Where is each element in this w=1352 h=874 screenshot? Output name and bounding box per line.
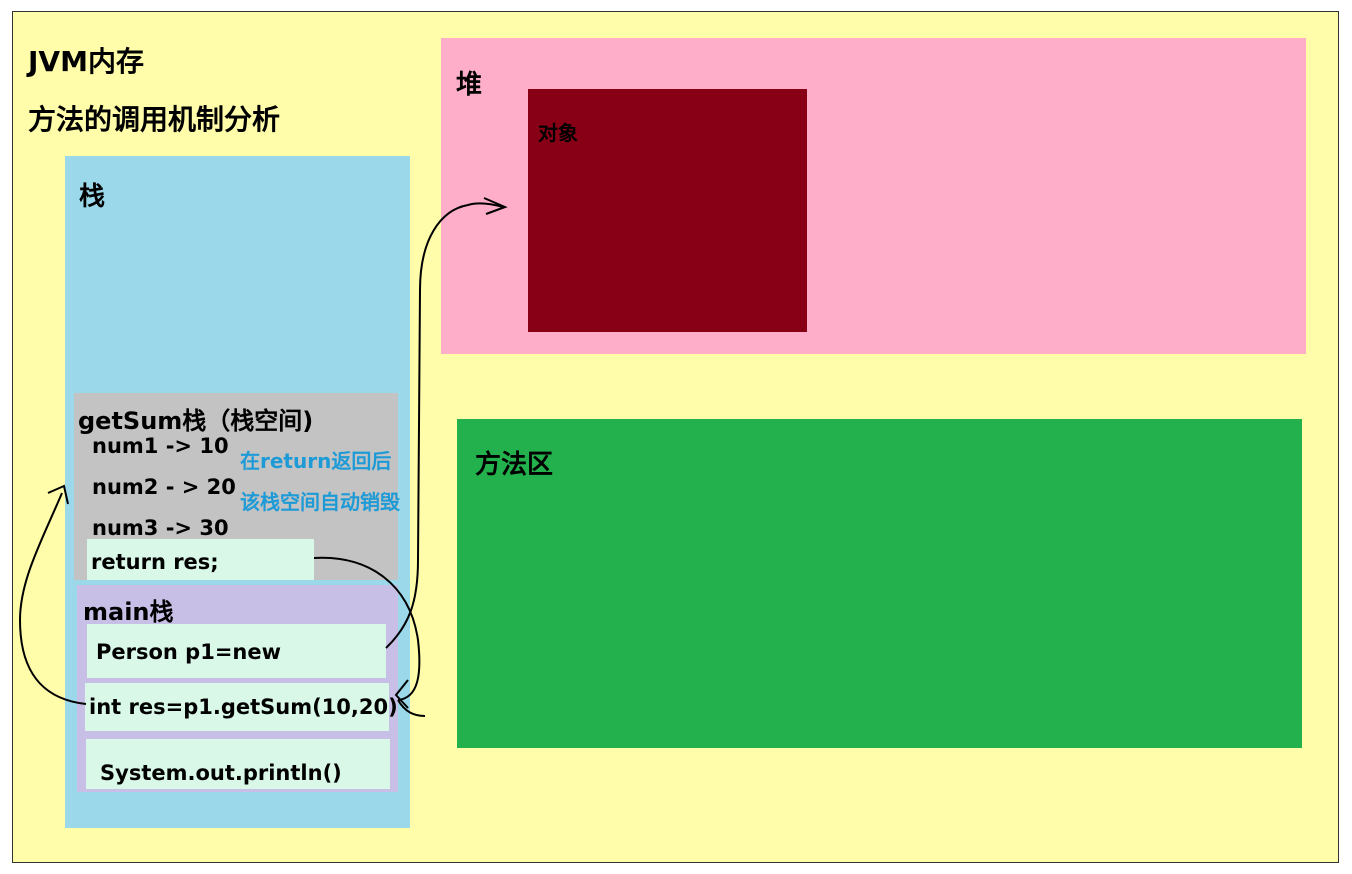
getsum-frame-label: getSum栈（栈空间): [78, 407, 314, 435]
heap-label: 堆: [456, 70, 483, 100]
method-area: [457, 419, 1302, 748]
getsum-var-num2: num2 - > 20: [92, 475, 236, 499]
getsum-return-box: [87, 539, 314, 580]
heap-object: [528, 89, 807, 332]
title-method-call-analysis: 方法的调用机制分析: [28, 103, 281, 136]
destroy-note-line2: 该栈空间自动销毁: [240, 490, 400, 514]
main-line-person-new: Person p1=new: [96, 640, 282, 664]
getsum-var-num3: num3 -> 30: [92, 516, 229, 540]
main-line-println: System.out.println(): [100, 761, 342, 785]
main-line-getsum-call: int res=p1.getSum(10,20): [89, 695, 398, 719]
heap-object-label: 对象: [538, 121, 578, 145]
main-frame-label: main栈: [83, 598, 174, 626]
getsum-return-line: return res;: [91, 550, 219, 574]
main-line-box-3: [86, 739, 390, 789]
stack-label: 栈: [79, 182, 106, 212]
getsum-var-num1: num1 -> 10: [92, 434, 229, 458]
destroy-note-line1: 在return返回后: [240, 449, 392, 473]
title-jvm-memory: JVM内存: [28, 45, 144, 78]
method-area-label: 方法区: [475, 450, 554, 480]
